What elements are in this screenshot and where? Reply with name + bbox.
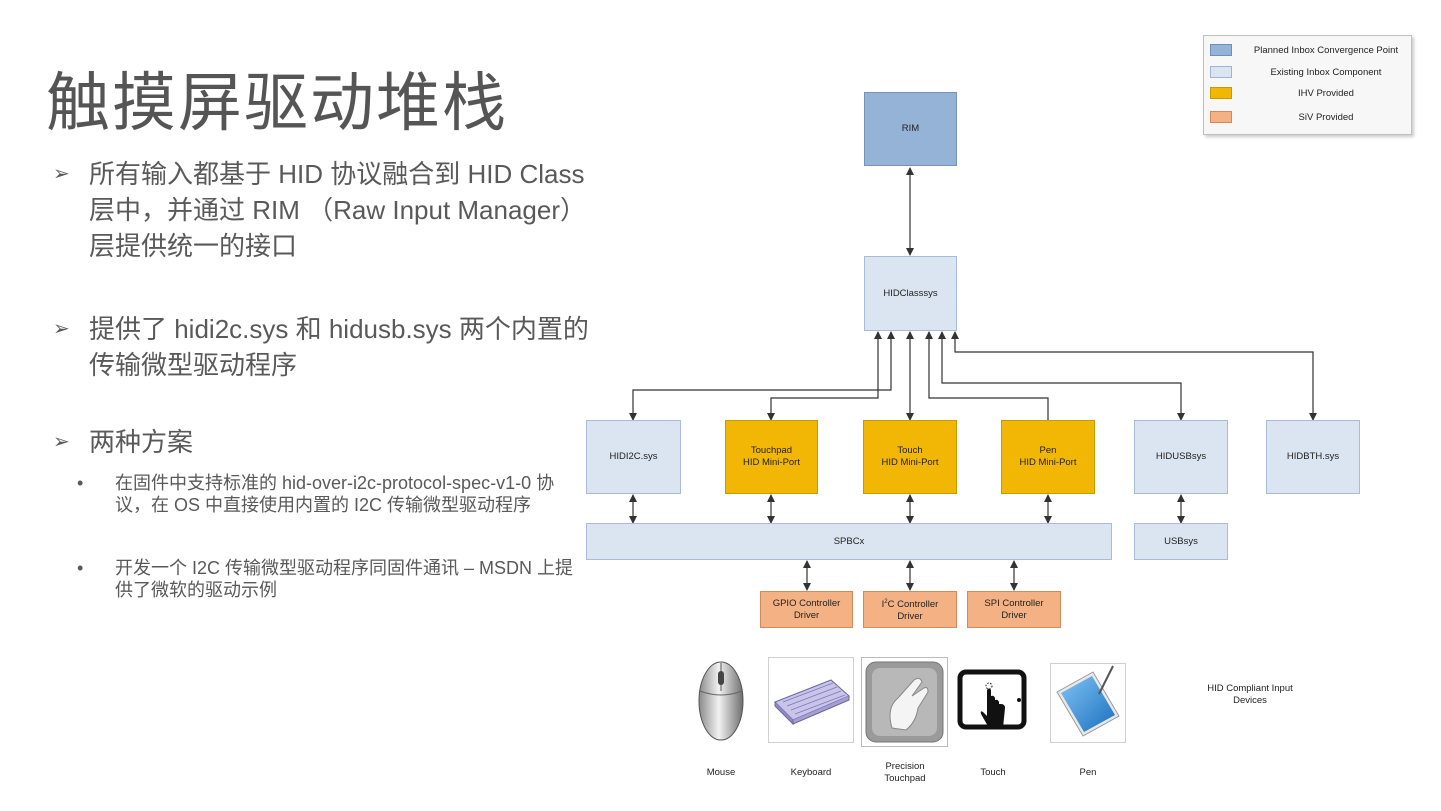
hidclass-hidusb-connector	[938, 331, 1185, 421]
legend-item-siv: SiV Provided	[1210, 111, 1410, 125]
hidi2c-box: HIDI2C.sys	[586, 420, 681, 494]
bullet-text: 提供了 hidi2c.sys 和 hidusb.sys 两个内置的传输微型驱动程…	[89, 314, 589, 380]
usbsys-label: USBsys	[1164, 535, 1198, 547]
rim-label: RIM	[901, 123, 920, 134]
bullet-arrow-icon: ➢	[53, 431, 70, 453]
spi-label: SPI Controller	[984, 597, 1044, 609]
hidclass-label: HIDClasssys	[883, 287, 938, 299]
hidclass-hidi2c-connector	[629, 331, 895, 421]
rim-box: RIM	[864, 92, 957, 166]
pen-miniport-box: Pen HID Mini-Port	[1001, 420, 1095, 494]
bullet-text: 所有输入都基于 HID 协议融合到 HID Class 层中，并通过 RIM （…	[89, 159, 587, 261]
touchpad-sublabel: HID Mini-Port	[742, 457, 800, 468]
hidi2c-label: HIDI2C.sys	[609, 451, 658, 462]
bullet-arrow-icon: ➢	[53, 318, 70, 340]
i2c-label: I2C Controller	[881, 598, 939, 611]
device-label-touch: Touch	[980, 767, 1006, 778]
slide-title: 触摸屏驱动堆栈	[46, 67, 508, 139]
hidclass-hidbth-connector	[951, 331, 1317, 421]
pen-label: Pen	[1039, 445, 1057, 456]
legend-label: Existing Inbox Component	[1270, 67, 1382, 78]
device-label-touchpad: Precision Touchpad	[884, 761, 926, 784]
legend-item-ihv: IHV Provided	[1210, 87, 1410, 101]
device-label-keyboard: Keyboard	[790, 767, 832, 778]
spbcx-box: SPBCx	[586, 523, 1112, 560]
touchpad-miniport-box: Touchpad HID Mini-Port	[725, 420, 818, 494]
gpio-label: GPIO Controller	[772, 597, 841, 609]
pen-tablet-icon	[1050, 663, 1126, 743]
touch-label: Touch	[897, 445, 923, 456]
i2c-sublabel: Driver	[897, 611, 923, 623]
usbsys-box: USBsys	[1134, 523, 1228, 560]
gpio-sublabel: Driver	[793, 609, 820, 621]
legend: Planned Inbox Convergence Point Existing…	[1203, 35, 1412, 135]
touchpad-icon	[861, 657, 948, 747]
sub-bullet-dot-icon: •	[77, 473, 84, 493]
keyboard-icon	[768, 657, 854, 743]
legend-label: SiV Provided	[1298, 112, 1354, 123]
hidbth-label: HIDBTH.sys	[1286, 451, 1340, 462]
bullet-text: 两种方案	[89, 427, 194, 457]
legend-label: Planned Inbox Convergence Point	[1253, 45, 1399, 56]
legend-swatch	[1210, 111, 1232, 123]
mouse-icon	[680, 657, 761, 743]
legend-item-planned: Planned Inbox Convergence Point	[1210, 44, 1410, 58]
touchpad-label: Touchpad	[750, 445, 793, 456]
touch-miniport-box: Touch HID Mini-Port	[863, 420, 957, 494]
hidclass-touchpad-connector	[767, 331, 882, 421]
hidclass-box: HIDClasssys	[864, 256, 957, 331]
spi-sublabel: Driver	[1001, 609, 1027, 621]
legend-swatch	[1210, 87, 1232, 99]
legend-swatch	[1210, 66, 1232, 78]
legend-item-existing: Existing Inbox Component	[1210, 66, 1410, 80]
gpio-controller-box: GPIO Controller Driver	[760, 591, 853, 628]
sub-bullet-text: 在固件中支持标准的 hid-over-i2c-protocol-spec-v1-…	[115, 473, 555, 515]
touch-sublabel: HID Mini-Port	[881, 457, 939, 468]
bullet-arrow-icon: ➢	[53, 163, 70, 185]
spi-controller-box: SPI Controller Driver	[967, 591, 1061, 628]
hid-devices-caption: HID Compliant Input Devices	[1207, 683, 1293, 706]
touch-tablet-icon	[955, 664, 1029, 739]
device-label-mouse: Mouse	[706, 767, 736, 778]
sub-bullet-text: 开发一个 I2C 传输微型驱动程序同固件通讯 – MSDN 上提供了微软的驱动示…	[115, 558, 574, 600]
hidclass-pen-connector	[925, 331, 1049, 420]
sub-bullet-dot-icon: •	[77, 558, 84, 578]
legend-swatch	[1210, 44, 1232, 56]
device-label-pen: Pen	[1079, 767, 1097, 778]
pen-sublabel: HID Mini-Port	[1019, 457, 1077, 468]
hidbth-box: HIDBTH.sys	[1266, 420, 1360, 494]
hidusb-box: HIDUSBsys	[1134, 420, 1228, 494]
legend-label: IHV Provided	[1298, 88, 1354, 99]
spbcx-label: SPBCx	[833, 535, 865, 547]
hidusb-label: HIDUSBsys	[1155, 451, 1207, 462]
i2c-controller-box: I2C Controller Driver	[863, 591, 957, 628]
